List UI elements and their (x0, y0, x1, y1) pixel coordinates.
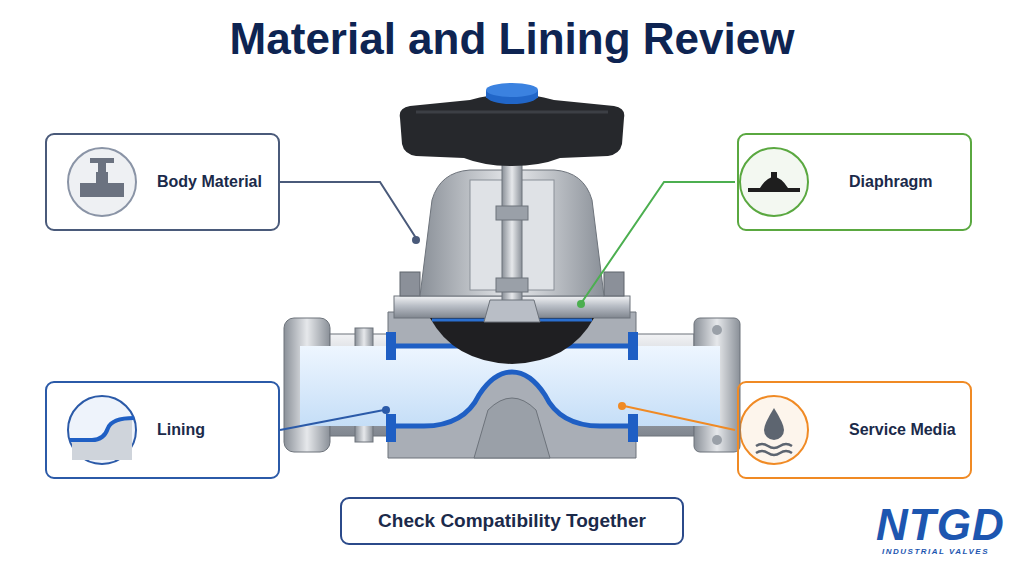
node-text: Lining (157, 421, 205, 439)
lining-icon (68, 396, 136, 464)
node-text: Check Compatibility Together (378, 510, 646, 532)
diaphragm-icon (740, 148, 808, 216)
callout-box: Service Media (737, 381, 972, 479)
logo-tagline: INDUSTRIAL VALVES (882, 547, 989, 556)
callout-box: Diaphragm (737, 133, 972, 231)
logo-text: NTGD (876, 500, 1005, 550)
summary-box: Check Compatibility Together (340, 497, 684, 545)
body-icon (68, 148, 136, 216)
node-text: Service Media (849, 421, 956, 439)
title: Material and Lining Review (0, 14, 1024, 64)
callout-box: Body Material (45, 133, 280, 231)
node-text: Diaphragm (849, 173, 933, 191)
media-icon (740, 396, 808, 464)
callout-box: Lining (45, 381, 280, 479)
node-text: Body Material (157, 173, 262, 191)
leader-lines (280, 182, 735, 430)
valve (284, 83, 740, 458)
